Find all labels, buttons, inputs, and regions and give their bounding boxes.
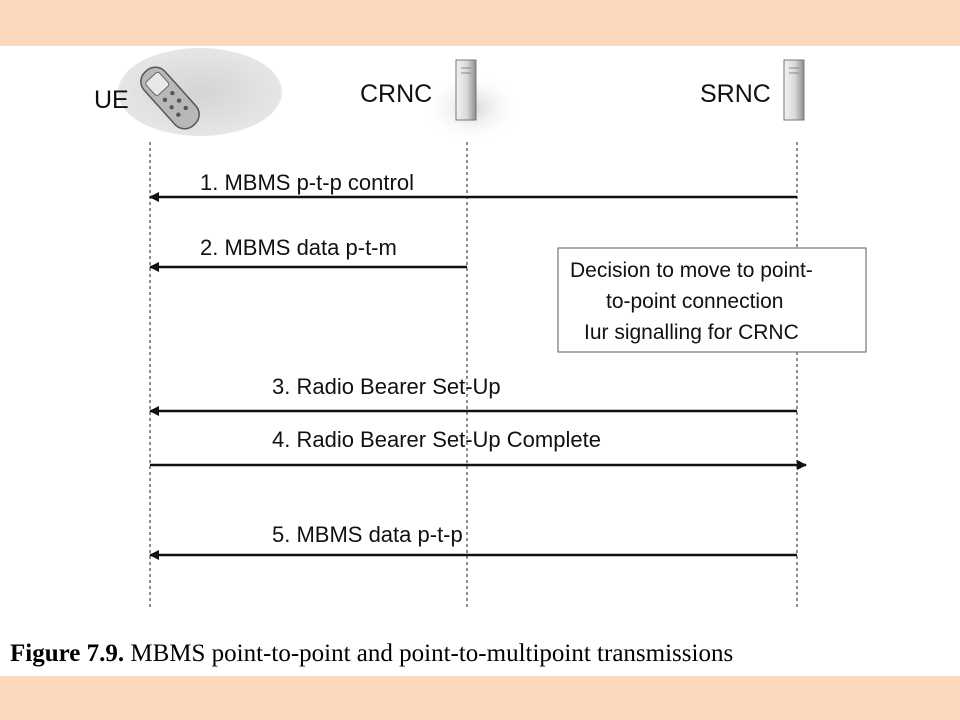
decision-note: Decision to move to point- to-point conn… [557, 247, 867, 353]
ue-label: UE [94, 86, 129, 114]
top-band [0, 0, 960, 46]
server-tower-icon [783, 59, 805, 121]
message-4-label: 4. Radio Bearer Set-Up Complete [272, 427, 601, 452]
figure-caption: Figure 7.9. MBMS point-to-point and poin… [10, 640, 955, 668]
crnc-label: CRNC [360, 80, 432, 108]
crnc-entity: CRNC [360, 59, 520, 144]
decision-note-box [557, 247, 867, 353]
bottom-band [0, 676, 960, 720]
ue-halo [118, 48, 282, 136]
message-5: 5. MBMS data p-t-p [149, 522, 797, 560]
figure-caption-text: MBMS point-to-point and point-to-multipo… [130, 640, 734, 667]
mobile-phone-icon [140, 66, 200, 130]
sequence-diagram: UE CRNC SRNC [94, 48, 867, 608]
message-4: 4. Radio Bearer Set-Up Complete [150, 427, 807, 470]
message-3-label: 3. Radio Bearer Set-Up [272, 374, 501, 399]
figure-number: Figure 7.9. [10, 640, 125, 667]
message-2-label: 2. MBMS data p-t-m [200, 235, 397, 260]
decision-note-line-3: Iur signalling for CRNC [584, 321, 799, 344]
message-3: 3. Radio Bearer Set-Up [149, 374, 797, 416]
message-5-label: 5. MBMS data p-t-p [272, 522, 463, 547]
srnc-entity: SRNC [700, 59, 805, 121]
decision-note-line-2: to-point connection [606, 290, 783, 313]
ue-entity: UE [94, 48, 282, 136]
message-2: 2. MBMS data p-t-m [149, 235, 467, 272]
message-1: 1. MBMS p-t-p control [149, 170, 797, 202]
slide-canvas: UE CRNC SRNC [0, 46, 960, 676]
srnc-label: SRNC [700, 80, 771, 108]
message-1-label: 1. MBMS p-t-p control [200, 170, 414, 195]
server-tower-icon [455, 59, 477, 121]
decision-note-line-1: Decision to move to point- [570, 259, 813, 282]
